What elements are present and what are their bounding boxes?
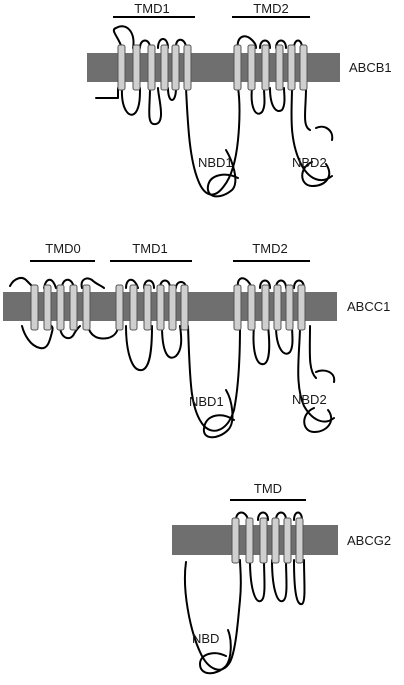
transmembrane-helix — [285, 284, 294, 331]
transmembrane-helix — [231, 517, 240, 564]
abcc1-tmd1-label: TMD1 — [132, 241, 167, 256]
transmembrane-helix — [132, 44, 141, 91]
abcg2-protein-label: ABCG2 — [347, 533, 391, 548]
abcg2-tmd-label: TMD — [254, 481, 282, 496]
transmembrane-helix — [180, 284, 189, 331]
transmembrane-helix — [143, 284, 152, 331]
transmembrane-helix — [129, 284, 138, 331]
transmembrane-helix — [295, 517, 304, 564]
transmembrane-helix — [287, 44, 296, 91]
abcb1-tmd2-label: TMD2 — [253, 1, 288, 16]
abcc1-protein-label: ABCC1 — [347, 299, 390, 314]
transmembrane-helix — [168, 284, 177, 331]
abcc1-nbd1-domain — [202, 389, 235, 439]
abcc1-cytoplasmic-loops — [21, 324, 335, 432]
abcb1-extracellular-loops — [112, 25, 303, 49]
abcg2-panel: TMD ABCG2 NBD — [172, 481, 391, 675]
abcg2-nbd-domain — [199, 629, 232, 675]
transmembrane-helix — [273, 284, 282, 331]
transmembrane-helix — [82, 284, 91, 331]
transmembrane-helix — [160, 44, 169, 91]
abcc1-tmd2-label: TMD2 — [252, 241, 287, 256]
abcc1-nbd2-domain — [303, 369, 336, 433]
abcg2-extracellular-loops — [235, 511, 303, 521]
transmembrane-helix — [156, 284, 165, 331]
transmembrane-helix — [299, 44, 308, 91]
abcc1-helices — [30, 284, 306, 331]
transmembrane-helix — [183, 44, 192, 91]
transmembrane-helix — [247, 284, 256, 331]
abcg2-helices — [231, 517, 304, 564]
abcb1-membrane — [87, 53, 340, 82]
transmembrane-helix — [247, 44, 256, 91]
abcb1-protein-label: ABCB1 — [349, 60, 392, 75]
transmembrane-helix — [275, 44, 284, 91]
transmembrane-helix — [261, 44, 270, 91]
transmembrane-helix — [171, 44, 180, 91]
transmembrane-helix — [261, 284, 270, 331]
transmembrane-helix — [259, 517, 268, 564]
transmembrane-helix — [245, 517, 254, 564]
transmembrane-helix — [117, 44, 126, 91]
transmembrane-helix — [115, 284, 124, 331]
abcc1-tmd0-label: TMD0 — [45, 241, 80, 256]
transmembrane-helix — [30, 284, 39, 331]
abcb1-nbd1-label: NBD1 — [198, 155, 233, 170]
abcg2-cytoplasmic-loops — [183, 559, 306, 671]
abcg2-membrane — [172, 525, 338, 555]
abcc1-panel: TMD0 TMD1 TMD2 ABCC1 NBD1 NBD2 — [3, 241, 390, 439]
transmembrane-helix — [43, 284, 52, 331]
abcb1-helices — [117, 44, 308, 91]
transmembrane-helix — [297, 284, 306, 331]
abcg2-nbd-label: NBD — [192, 631, 219, 646]
transmembrane-helix — [56, 284, 65, 331]
transmembrane-helix — [147, 44, 156, 91]
transmembrane-helix — [69, 284, 78, 331]
transmembrane-helix — [233, 284, 242, 331]
abcb1-cytoplasmic-loops — [95, 87, 333, 196]
abcc1-nbd2-label: NBD2 — [292, 392, 327, 407]
transmembrane-helix — [233, 44, 242, 91]
abcb1-nbd2-domain — [301, 125, 334, 187]
abcb1-nbd2-label: NBD2 — [292, 155, 327, 170]
abcc1-extracellular-loops — [9, 277, 305, 289]
abcb1-panel: TMD1 TMD2 ABCB1 NBD1 NBD2 — [87, 1, 392, 198]
transmembrane-helix — [283, 517, 292, 564]
abcb1-tmd1-label: TMD1 — [134, 1, 169, 16]
abcc1-nbd1-label: NBD1 — [189, 394, 224, 409]
transmembrane-helix — [271, 517, 280, 564]
abcb1-nbd1-domain — [206, 149, 239, 198]
